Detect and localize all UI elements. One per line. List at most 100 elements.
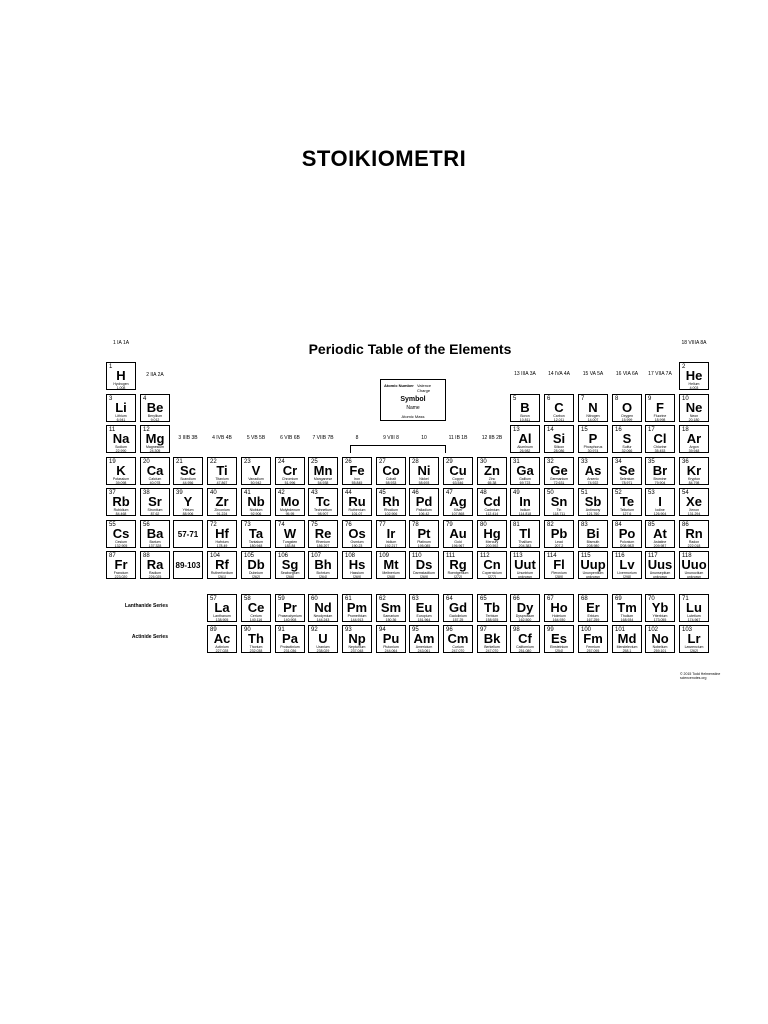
element-name: Cesium [115,540,127,544]
element-mass: 84.468 [115,512,127,516]
element-number: 89 [210,627,217,633]
element-mass: 227.028 [215,649,229,653]
copyright-note: © 2015 Todd Helmenstine sciencenotes.org [680,672,721,680]
element-mass: [289] [555,575,563,579]
element-name: Darmstadtium [413,571,435,575]
element-number: 72 [210,522,217,528]
element-mass: 40.078 [149,481,161,485]
element-name: Sulfur [622,445,632,449]
element-symbol: Yb [651,600,669,615]
element-symbol: Mt [383,557,399,572]
element-number: 50 [547,490,554,496]
element-name: Francium [113,571,129,575]
element-symbol: Rb [112,494,130,509]
element-mass: 98.907 [317,512,329,516]
element-mass: 192.217 [384,544,398,548]
element-name: Tin [556,508,562,512]
element-number: 17 [648,427,655,433]
element-name: Iridium [385,540,397,544]
element-name: Molybdenum [279,508,301,512]
element-number: 110 [412,553,422,559]
element-mass: [277] [488,575,496,579]
element-mass: 95.95 [285,512,295,516]
element-number: 75 [311,522,318,528]
element-mass: 63.546 [452,481,464,485]
actinide-series-label: Actinide Series [131,634,168,640]
element-mass: 204.383 [518,544,532,548]
element-symbol: Li [115,400,127,415]
element-name: Germanium [549,477,569,481]
element-mass: 247.070 [485,649,499,653]
element-number: 61 [345,596,352,602]
group-label: 15 VA 5A [582,371,604,377]
element-mass: 237.048 [350,649,364,653]
element-symbol: Br [652,463,668,478]
element-number: 53 [648,490,655,496]
element-mass: 180.948 [249,544,263,548]
element-name: Protactinium [280,645,300,649]
element-mass: 200.592 [485,544,499,548]
element-number: 39 [176,490,183,496]
element-number: 71 [682,596,689,602]
element-number: 33 [581,459,588,465]
element-name: Silver [453,508,463,512]
element-name: Europium [416,614,432,618]
element-name: Gadolinium [449,614,467,618]
key-atomic-number: Atomic Number [384,383,414,388]
group-label: 6 VIB 6B [280,435,300,441]
element-name: Calcium [148,477,162,481]
element-name: Tantalum [248,540,264,544]
element-mass: 157.25 [452,618,464,622]
element-name: Seaborgium [280,571,300,575]
element-symbol: Te [619,494,635,509]
element-symbol: Na [112,431,130,446]
element-name: Yttrium [182,508,194,512]
element-symbol: Pd [415,494,433,509]
element-number: 34 [615,459,622,465]
element-number: 1 [109,364,113,370]
element-mass: 140.116 [249,618,263,622]
element-symbol: Xe [686,494,702,509]
element-mass: 167.259 [586,618,600,622]
element-mass: 87.62 [150,512,160,516]
element-name: Ytterbium [652,614,668,618]
element-symbol: Hf [215,526,229,541]
group-label: 9 VIII 8 [383,435,399,441]
element-name: Scandium [180,477,196,481]
element-symbol: Fm [583,631,603,646]
element-symbol: Ge [550,463,568,478]
element-symbol: Rf [215,557,229,572]
element-mass: unknown [585,575,600,579]
element-name: Zirconium [214,508,230,512]
element-number: 2 [682,364,686,370]
element-symbol: Ru [348,494,366,509]
element-symbol: Mn [313,463,333,478]
element-name: Americium [415,645,433,649]
element-symbol: Sn [550,494,568,509]
element-symbol: Uuo [681,557,707,572]
